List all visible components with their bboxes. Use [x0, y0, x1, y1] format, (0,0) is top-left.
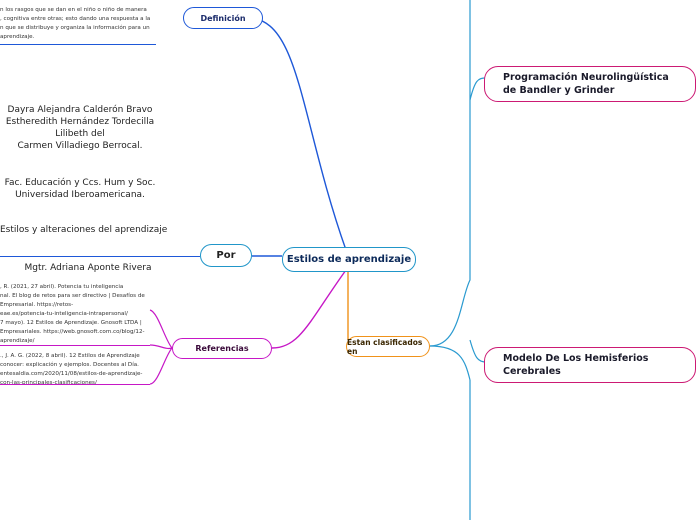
- author-line: Lilibeth del: [55, 129, 105, 139]
- reference-line: conocer: explicación y ejemplos. Docente…: [0, 362, 139, 368]
- link-central-definicion: [247, 17, 347, 251]
- reference-2-underline: [0, 384, 150, 385]
- link-trunk-join: [429, 345, 471, 381]
- definicion-underline: [0, 44, 156, 45]
- hemisferios-label: Modelo De Los Hemisferios Cerebrales: [503, 353, 649, 377]
- reference-line: Empresariales. https://web.gnosoft.com.c…: [0, 329, 145, 335]
- reference-line: ., J. A. G. (2022, 8 abril). 12 Estilos …: [0, 353, 140, 359]
- reference-line: Empresarial. https://retos-: [0, 302, 74, 308]
- faculty-line: Fac. Educación y Ccs. Hum y Soc.: [4, 178, 156, 188]
- reference-line: 7 mayo). 12 Estilos de Aprendizaje. Gnos…: [0, 320, 142, 326]
- referencias-label: Referencias: [195, 344, 249, 353]
- por-line: [0, 256, 200, 257]
- por-node[interactable]: Por: [200, 244, 252, 267]
- por-label: Por: [216, 250, 236, 261]
- central-node[interactable]: Estilos de aprendizaje: [282, 247, 416, 272]
- link-clasificados-trunk: [429, 0, 471, 347]
- pnl-node[interactable]: Programación Neurolingüística de Bandler…: [484, 66, 696, 102]
- definicion-line: aprendizaje.: [0, 34, 35, 40]
- link-central-referencias: [271, 269, 347, 349]
- author-line: Dayra Alejandra Calderón Bravo: [7, 105, 153, 115]
- definicion-node[interactable]: Definición: [183, 7, 263, 29]
- author-line: Carmen Villadiego Berrocal.: [17, 141, 143, 151]
- reference-line: con-las-principales-clasificaciones/: [0, 380, 97, 386]
- reference-line: entesaldia.com/2020/11/08/estilos-de-apr…: [0, 371, 143, 377]
- author-line: Estheredith Hernández Tordecilla: [5, 117, 155, 127]
- definicion-label: Definición: [200, 13, 246, 23]
- hemisferios-node[interactable]: Modelo De Los Hemisferios Cerebrales: [484, 347, 696, 383]
- referencias-node[interactable]: Referencias: [172, 338, 272, 359]
- reference-1-underline: [0, 345, 150, 346]
- teacher-name: Mgtr. Adriana Aponte Rivera: [24, 263, 152, 273]
- faculty-line: Universidad Iberoamericana.: [15, 190, 145, 200]
- pnl-label: Programación Neurolingüística de Bandler…: [503, 72, 669, 96]
- course-name: Estilos y alteraciones del aprendizaje: [0, 225, 168, 235]
- definicion-line: n que se distribuye y organiza la inform…: [0, 25, 150, 31]
- reference-line: eae.es/potencia-tu-inteligencia-intraper…: [0, 311, 128, 317]
- reference-line: aprendizaje/: [0, 338, 35, 344]
- reference-line: nal. El blog de retos para ser directivo…: [0, 293, 145, 299]
- definicion-line: n los rasgos que se dan en el niño o niñ…: [0, 7, 147, 13]
- reference-line: , R. (2021, 27 abril). Potencia tu intel…: [0, 284, 124, 290]
- central-label: Estilos de aprendizaje: [286, 254, 412, 265]
- clasificados-label: Estan clasificados en: [347, 337, 423, 356]
- definicion-line: , cognitiva entre otras; esto dando una …: [0, 16, 151, 22]
- clasificados-node[interactable]: Estan clasificados en: [346, 336, 430, 357]
